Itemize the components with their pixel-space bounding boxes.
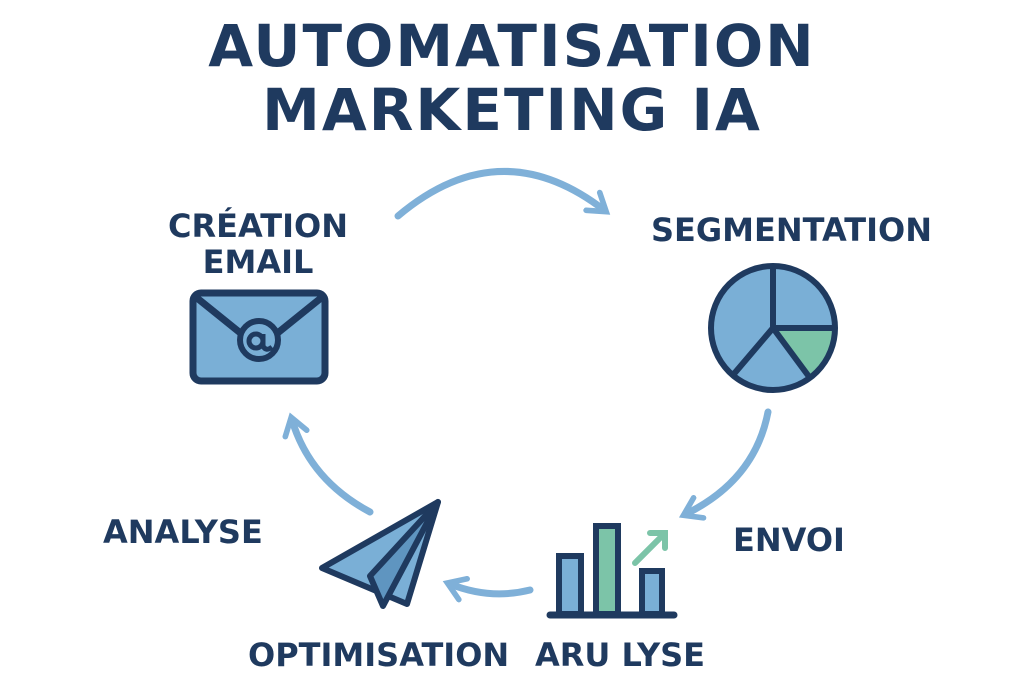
step-envoi: ENVOI <box>733 521 845 559</box>
arrow-analyse-to-creation <box>282 412 374 516</box>
step-creation-email: CRÉATION EMAIL <box>162 208 354 280</box>
paper-plane-icon <box>319 499 441 609</box>
title-line-1: AUTOMATISATION <box>208 12 816 80</box>
arrow-segmentation-to-envoi <box>678 408 772 521</box>
email-envelope-icon <box>189 289 329 385</box>
creation-line-1: CRÉATION <box>168 207 348 245</box>
step-arulyse: ARU LYSE <box>535 636 706 674</box>
step-analyse: ANALYSE <box>103 513 263 551</box>
step-optimisation: OPTIMISATION <box>248 636 510 674</box>
arrow-creation-to-segmentation <box>394 168 611 220</box>
step-segmentation: SEGMENTATION <box>651 211 932 249</box>
creation-line-2: EMAIL <box>202 243 314 281</box>
bar-chart-icon <box>546 523 678 619</box>
pie-chart-icon <box>708 263 838 393</box>
title-line-2: MARKETING IA <box>262 76 762 144</box>
arrow-envoi-to-plane <box>442 575 534 603</box>
